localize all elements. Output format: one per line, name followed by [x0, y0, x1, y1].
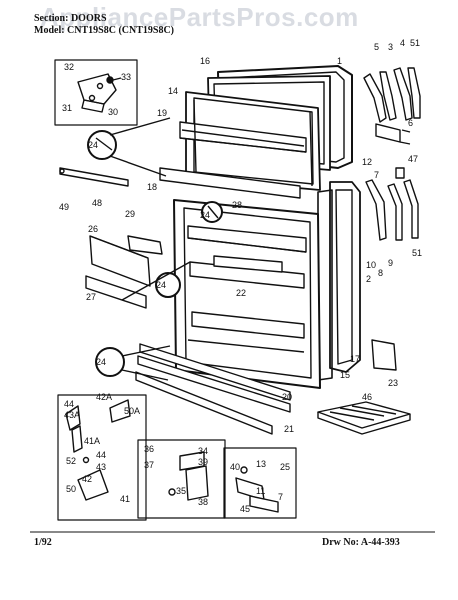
- callout-33: 33: [121, 72, 131, 82]
- callout-50: 50: [66, 484, 76, 494]
- callout-52: 52: [66, 456, 76, 466]
- callout-15: 15: [340, 370, 350, 380]
- callout-44b: 44: [96, 450, 106, 460]
- callout-46: 46: [362, 392, 372, 402]
- callout-14: 14: [168, 86, 178, 96]
- callout-30: 30: [108, 107, 118, 117]
- callout-7b: 7: [278, 492, 283, 502]
- callout-28: 28: [232, 200, 242, 210]
- callout-3: 3: [388, 42, 393, 52]
- callout-5: 5: [374, 42, 379, 52]
- callout-21: 21: [284, 424, 294, 434]
- callout-12: 12: [362, 157, 372, 167]
- ice-tray: [317, 401, 411, 435]
- callout-48: 48: [92, 198, 102, 208]
- callout-51b: 51: [412, 248, 422, 258]
- freezer-door: [159, 65, 353, 199]
- detail-magnifiers: [87, 117, 223, 381]
- callout-24d: 24: [96, 357, 106, 367]
- section-title: Section: DOORS: [34, 13, 107, 24]
- hinge-parts: [363, 67, 421, 371]
- callout-50a: 50A: [124, 406, 140, 416]
- callout-1: 1: [337, 56, 342, 66]
- callout-35: 35: [176, 486, 186, 496]
- callout-37: 37: [144, 460, 154, 470]
- callout-8: 8: [378, 268, 383, 278]
- callout-42: 42: [82, 474, 92, 484]
- callout-7: 7: [374, 170, 379, 180]
- callout-43: 43: [96, 462, 106, 472]
- callout-27: 27: [86, 292, 96, 302]
- callout-29: 29: [125, 209, 135, 219]
- shelf-bar: [59, 167, 129, 187]
- callout-51a: 51: [410, 38, 420, 48]
- callout-43a: 43A: [64, 410, 80, 420]
- inset-hinge-box: [54, 59, 138, 126]
- callout-11: 11: [256, 486, 265, 496]
- callout-17: 17: [350, 354, 360, 364]
- callout-2: 2: [366, 274, 371, 284]
- callout-39: 39: [198, 457, 208, 467]
- callout-34: 34: [198, 446, 208, 456]
- watermark: AppliancePartsPros.com: [40, 2, 359, 32]
- callout-49: 49: [59, 202, 69, 212]
- callout-47: 47: [408, 154, 418, 164]
- callout-36: 36: [144, 444, 154, 454]
- callout-4: 4: [400, 38, 405, 48]
- callout-42a: 42A: [96, 392, 112, 402]
- callout-9: 9: [388, 258, 393, 268]
- callout-10: 10: [366, 260, 376, 270]
- dairy-bin: [85, 235, 163, 309]
- callout-24b: 24: [200, 210, 210, 220]
- callout-22: 22: [236, 288, 246, 298]
- callout-32: 32: [64, 62, 74, 72]
- model-title: Model: CNT19S8C (CNT19S8C): [34, 25, 174, 36]
- callout-40: 40: [230, 462, 240, 472]
- callout-23: 23: [388, 378, 398, 388]
- callout-38: 38: [198, 497, 208, 507]
- callout-31: 31: [62, 103, 72, 113]
- callout-16: 16: [200, 56, 210, 66]
- callout-41a: 41A: [84, 436, 100, 446]
- door-trim-strips: [135, 343, 291, 435]
- footer-drawing-number: Drw No: A-44-393: [322, 537, 400, 548]
- callout-13: 13: [256, 459, 266, 469]
- bottom-inset-boxes: [57, 394, 297, 521]
- callout-41: 41: [120, 494, 130, 504]
- callout-45: 45: [240, 504, 250, 514]
- callout-6: 6: [408, 118, 413, 128]
- callout-20: 20: [282, 392, 292, 402]
- callout-19: 19: [157, 108, 167, 118]
- callout-24a: 24: [88, 140, 98, 150]
- callout-labels: 32 33 31 30 16 1 14 19 24 18 49 48 29 26…: [59, 38, 422, 514]
- callout-24c: 24: [156, 280, 166, 290]
- callout-26: 26: [88, 224, 98, 234]
- callout-25: 25: [280, 462, 290, 472]
- footer-date: 1/92: [34, 537, 52, 548]
- callout-44a: 44: [64, 399, 74, 409]
- callout-18: 18: [147, 182, 157, 192]
- fresh-food-door: [173, 181, 361, 389]
